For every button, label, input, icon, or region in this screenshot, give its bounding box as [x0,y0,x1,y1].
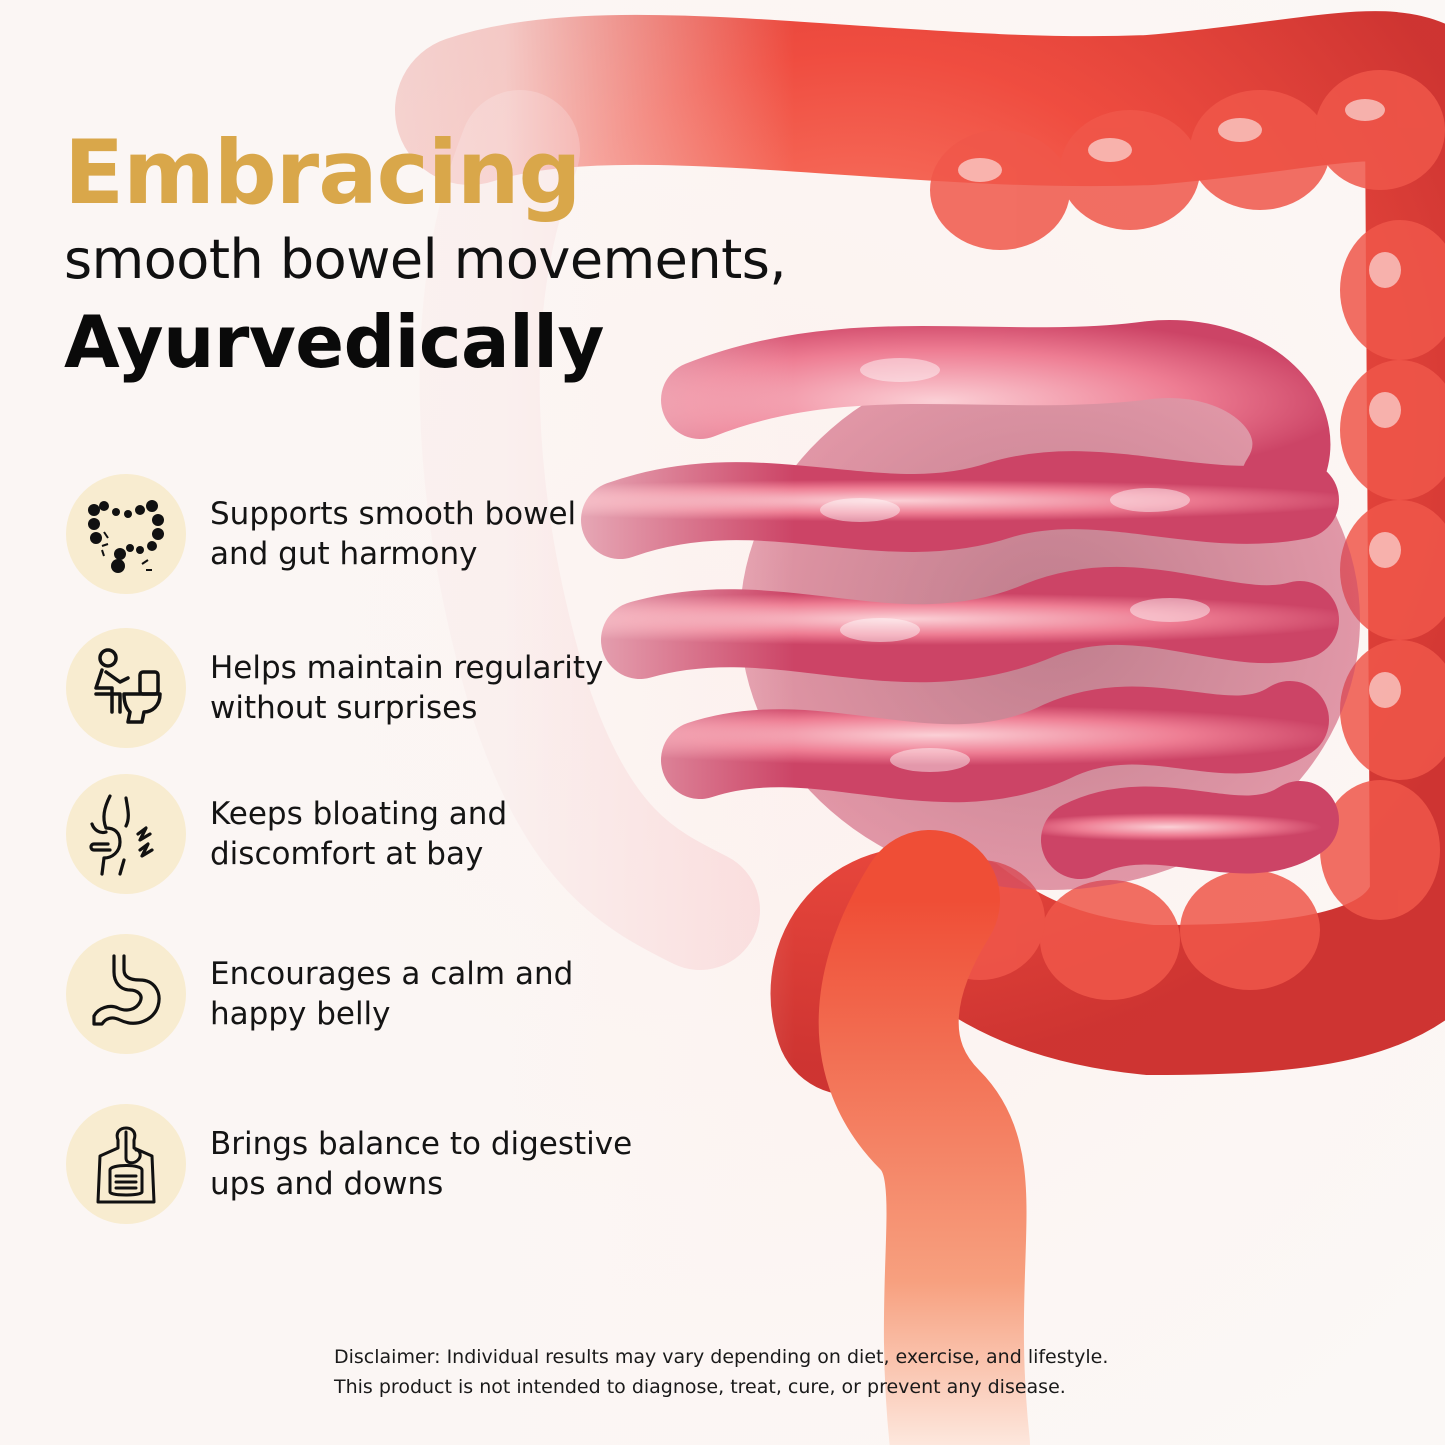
benefit-line: without surprises [210,690,478,726]
disclaimer-line: This product is not intended to diagnose… [334,1376,1066,1398]
headline-subtitle: smooth bowel movements, [64,228,787,291]
toilet-person-icon [94,648,162,724]
benefit-item: Supports smooth bowel and gut harmony [66,474,706,594]
benefit-item: Helps maintain regularity without surpri… [66,628,706,748]
headline: Embracing smooth bowel movements, Ayurve… [64,118,787,386]
disclaimer-line: Disclaimer: Individual results may vary … [334,1346,1109,1368]
benefit-text: Helps maintain regularity without surpri… [210,648,670,728]
benefit-line: ups and downs [210,1166,444,1202]
digestive-system-icon [96,1126,156,1204]
benefit-badge [66,1104,186,1224]
benefit-line: discomfort at bay [210,836,484,872]
intestine-icon [88,500,164,573]
disclaimer: Disclaimer: Individual results may vary … [334,1342,1154,1402]
benefit-text: Brings balance to digestive ups and down… [210,1124,670,1204]
headline-accent: Embracing [64,121,582,224]
benefit-line: Keeps bloating and [210,796,508,832]
benefit-line: Helps maintain regularity [210,650,604,686]
benefit-text: Supports smooth bowel and gut harmony [210,494,670,574]
benefit-item: Keeps bloating and discomfort at bay [66,774,706,894]
benefit-line: Encourages a calm and [210,956,574,992]
benefit-badge [66,774,186,894]
bloating-icon [89,794,154,876]
benefit-line: Supports smooth bowel [210,496,577,532]
benefit-line: and gut harmony [210,536,478,572]
benefit-line: happy belly [210,996,391,1032]
stomach-icon [92,954,161,1026]
benefit-item: Encourages a calm and happy belly [66,934,706,1054]
benefit-text: Encourages a calm and happy belly [210,954,670,1034]
benefit-badge [66,628,186,748]
benefit-badge [66,934,186,1054]
benefit-badge [66,474,186,594]
benefit-item: Brings balance to digestive ups and down… [66,1104,706,1224]
headline-emphasis: Ayurvedically [64,300,604,384]
benefit-line: Brings balance to digestive [210,1126,633,1162]
benefit-text: Keeps bloating and discomfort at bay [210,794,670,874]
